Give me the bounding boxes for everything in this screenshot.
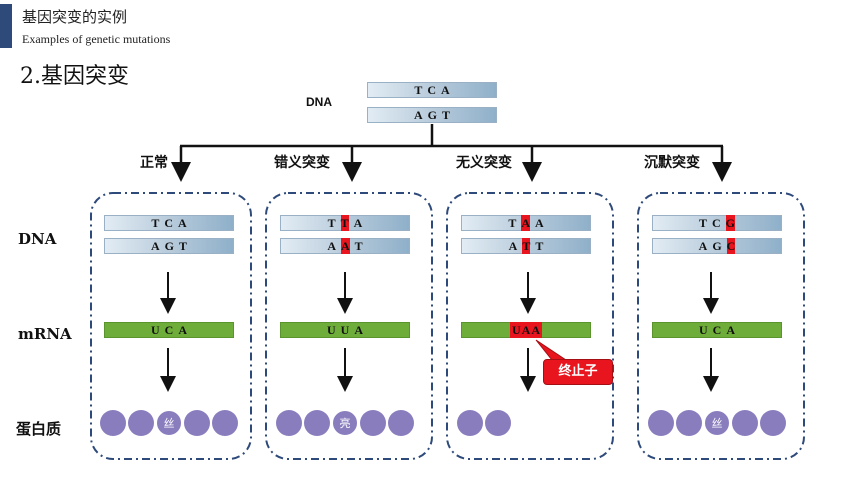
case-label-missense: 错义突变 [274,155,330,171]
nucleotide: A [726,323,735,337]
row-label-protein: 蛋白质 [16,420,62,438]
case-box-silent [637,192,805,460]
nucleotide: A [327,239,336,253]
amino-acid [100,410,126,436]
case-box-nonsense [446,192,614,460]
nucleotide: T [698,216,707,230]
amino-acid [360,410,386,436]
nucleotide: A [354,323,363,337]
amino-acid [648,410,674,436]
nucleotide: T [442,108,451,122]
top-dna-label: DNA [306,95,332,109]
case-box-normal [90,192,252,460]
nucleotide: A [531,323,540,337]
nucleotide: A [508,239,518,253]
nucleotide: A [413,108,423,122]
nucleotide: U [340,323,350,337]
nucleotide: T [508,216,517,230]
stop-codon-callout: 终止子 [543,359,613,385]
nucleotide: C [164,323,174,337]
amino-acid: 丝 [156,410,182,436]
row-label-dna: DNA [18,230,57,248]
nucleotide: A [178,323,187,337]
nucleotide: A [535,216,544,230]
nucleotide: U [150,323,160,337]
nucleotide: T [414,83,423,97]
nucleotide: T [535,239,544,253]
nucleotide: A [178,216,187,230]
amino-acid [485,410,511,436]
header-subtitle: Examples of genetic mutations [22,32,171,46]
nucleotide: T [151,216,160,230]
amino-acid [212,410,238,436]
amino-acid-label: 丝 [711,417,723,430]
nucleotide: C [712,216,721,230]
nucleotide: C [712,323,722,337]
nucleotide: A [150,239,160,253]
nucleotide: A [353,216,363,230]
case-box-missense [265,192,433,460]
amino-acid [304,410,330,436]
nucleotide: U [511,323,521,337]
nucleotide: C [726,238,736,254]
nucleotide: T [522,238,531,254]
amino-acid [388,410,414,436]
amino-acid [676,410,702,436]
nucleotide: C [427,83,436,97]
amino-acid-label: 亮 [339,417,351,430]
nucleotide: T [354,239,363,253]
nucleotide: T [327,216,336,230]
nucleotide: U [698,323,708,337]
nucleotide: T [179,239,188,253]
case-label-silent: 沉默突变 [644,155,700,171]
nucleotide: G [164,239,174,253]
header-title: 基因突变的实例 [22,8,128,26]
amino-acid [457,410,483,436]
row-label-mrna: mRNA [18,325,72,343]
case-label-normal: 正常 [140,155,168,171]
nucleotide: U [326,323,336,337]
amino-acid [276,410,302,436]
amino-acid [128,410,154,436]
nucleotide: C [164,216,173,230]
amino-acid: 丝 [704,410,730,436]
callout-pointer [535,339,568,361]
nucleotide: G [427,108,437,122]
nucleotide: A [521,215,530,231]
amino-acid: 亮 [332,410,358,436]
case-label-nonsense: 无义突变 [456,155,512,171]
amino-acid-label: 丝 [163,417,175,430]
section-title: 2.基因突变 [20,64,129,89]
nucleotide: A [340,238,350,254]
nucleotide: A [698,239,708,253]
header-accent-bar [0,4,12,48]
amino-acid [760,410,786,436]
nucleotide: A [521,323,531,337]
nucleotide: G [712,239,722,253]
nucleotide: A [441,83,450,97]
nucleotide: G [725,215,736,231]
nucleotide: T [340,215,349,231]
amino-acid [732,410,758,436]
amino-acid [184,410,210,436]
